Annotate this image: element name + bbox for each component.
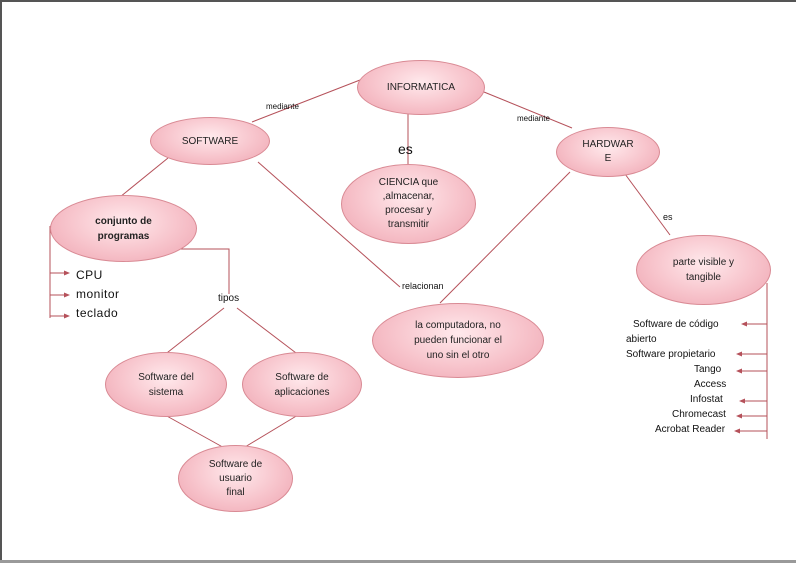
hardware-items-list: Software de código abierto Software prop… (604, 317, 744, 437)
frame-left-border (0, 0, 2, 563)
link-sistema-usuario (164, 414, 229, 451)
software-items-list: CPU monitor teclado (76, 266, 120, 323)
node-software: SOFTWARE (150, 117, 270, 165)
node-software-usuario: Software de usuario final (178, 445, 293, 512)
hardware-item: Software de código (633, 319, 719, 330)
software-item-monitor: monitor (76, 287, 120, 301)
hardware-item: Access (694, 379, 727, 390)
link-hardware-partevisible (624, 173, 671, 236)
node-hardware: HARDWAR E (556, 127, 660, 177)
link-conjunto-tipos (174, 248, 230, 294)
frame-top-border (0, 0, 796, 2)
hardware-item: Tango (694, 364, 722, 375)
link-informatica-software (251, 79, 361, 123)
hardware-item: abierto (626, 334, 657, 345)
node-computadora: la computadora, no pueden funcionar el u… (372, 303, 544, 378)
node-parte-visible: parte visible y tangible (636, 235, 771, 305)
label-es-center: es (398, 141, 413, 157)
hardware-item: Infostat (690, 394, 723, 405)
software-item-teclado: teclado (76, 306, 119, 320)
node-conjunto-programas: conjunto de programas (50, 195, 197, 262)
link-tipos-aplicaciones (236, 307, 301, 357)
hardware-item: Acrobat Reader (655, 424, 726, 435)
link-tipos-sistema (162, 307, 225, 357)
label-tipos: tipos (218, 293, 240, 304)
link-hardware-computadora (439, 171, 571, 304)
software-item-cpu: CPU (76, 268, 103, 282)
node-informatica: INFORMATICA (357, 60, 485, 115)
hardware-item: Software propietario (626, 349, 716, 360)
link-software-conjunto (119, 157, 169, 198)
label-mediante-left: mediante (266, 102, 299, 111)
node-ciencia: CIENCIA que ,almacenar, procesar y trans… (341, 164, 476, 244)
label-es-right: es (663, 212, 673, 222)
node-software-aplicaciones: Software de aplicaciones (242, 352, 362, 417)
link-aplicaciones-usuario (239, 414, 299, 451)
frame-bottom-border (0, 560, 796, 563)
link-informatica-hardware (483, 91, 573, 129)
node-software-sistema: Software del sistema (105, 352, 227, 417)
label-relacionan: relacionan (402, 281, 444, 291)
hardware-item: Chromecast (672, 409, 726, 420)
link-software-computadora (257, 161, 401, 288)
label-mediante-right: mediante (517, 114, 550, 123)
